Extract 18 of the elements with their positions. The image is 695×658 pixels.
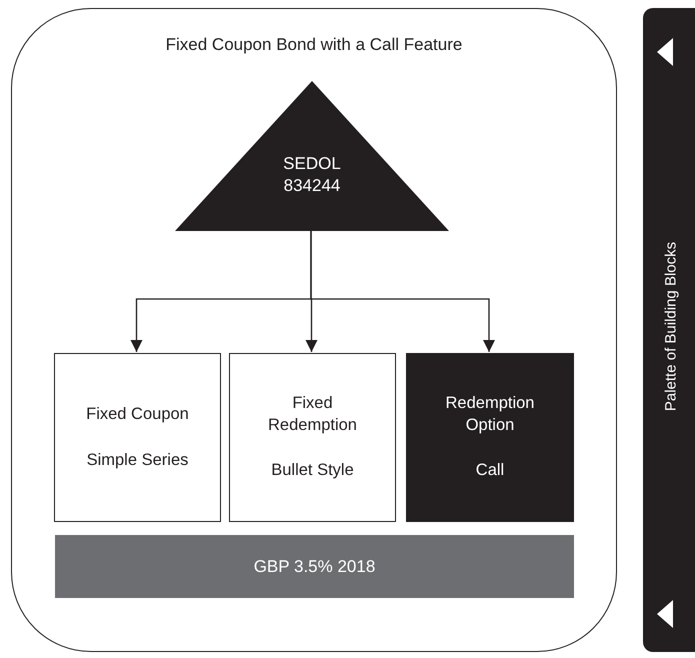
- panel-label: Palette of Building Blocks: [662, 240, 680, 414]
- frame-container: [11, 8, 617, 652]
- node-label: Bullet Style: [271, 460, 354, 482]
- process-box: [229, 353, 396, 522]
- frame-heading: Fixed Coupon Bond with a Call Feature: [164, 35, 464, 55]
- node-label: Fixed Redemption: [267, 393, 358, 436]
- process-box: [406, 353, 574, 522]
- instrument-bar: [55, 535, 574, 598]
- node-label: Redemption Option: [444, 393, 536, 436]
- bar-label: GBP 3.5% 2018: [254, 556, 376, 576]
- connector-arrow: [310, 230, 495, 352]
- node-label: Call: [476, 460, 504, 482]
- process-box: [54, 353, 221, 522]
- node-label: Simple Series: [86, 450, 188, 470]
- side-panel: [643, 8, 695, 652]
- node-label: Fixed Coupon: [86, 404, 189, 426]
- triangle-node: [175, 81, 449, 231]
- node-label: SEDOL 834244: [282, 153, 342, 198]
